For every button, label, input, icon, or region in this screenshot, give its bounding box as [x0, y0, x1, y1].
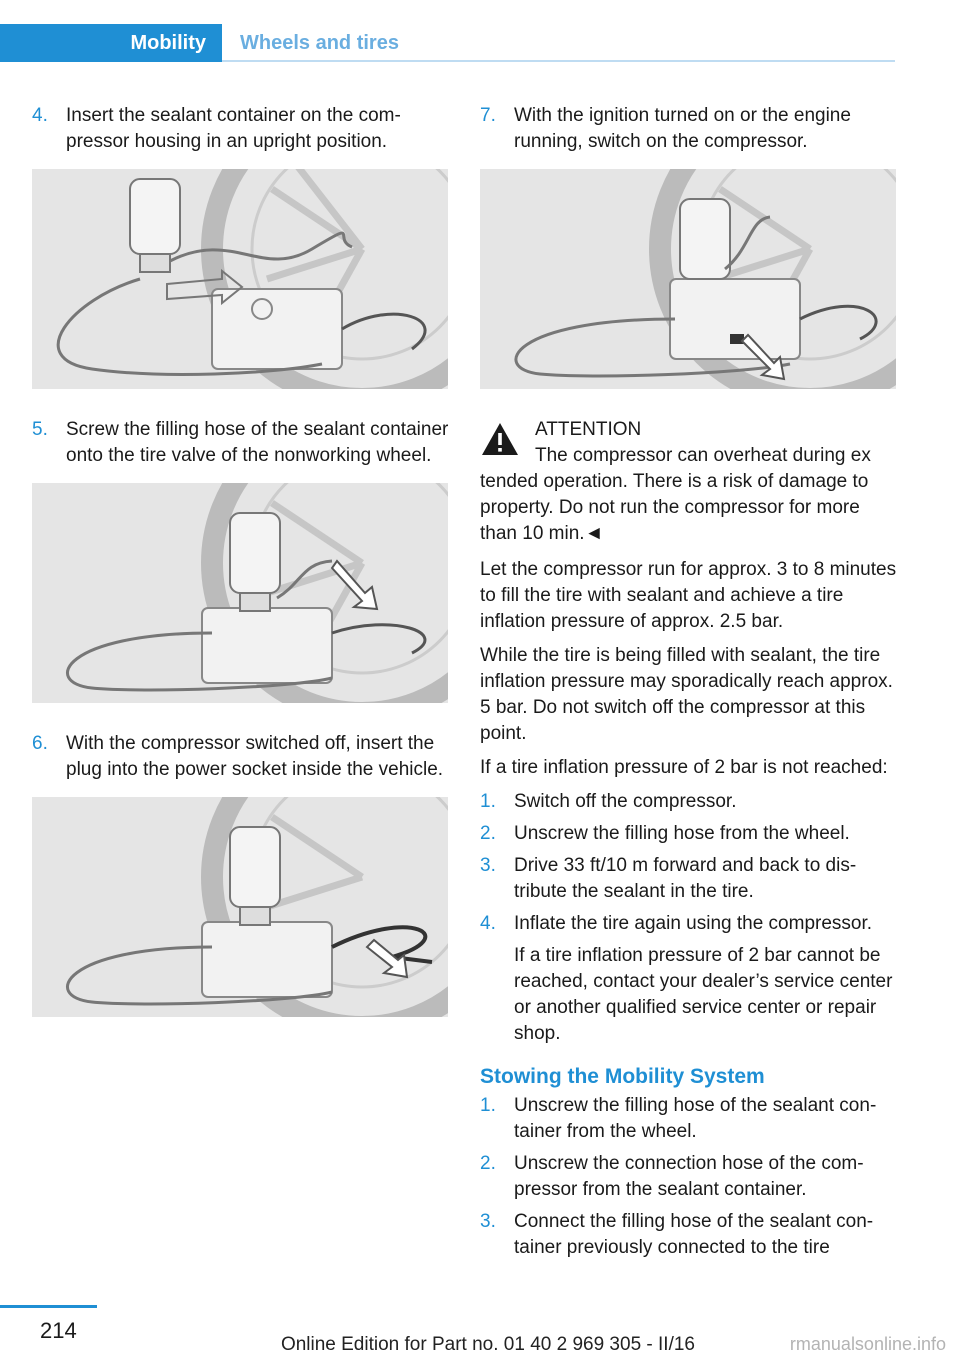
illustration-screw-hose — [32, 483, 448, 703]
header-tabs: Mobility Wheels and tires — [0, 24, 895, 62]
tab-underline — [222, 60, 895, 62]
illustration-plug-power-socket — [32, 797, 448, 1017]
step-number: 1. — [480, 1095, 496, 1116]
paragraph-pressure-note: While the tire is being filled with seal… — [480, 645, 893, 744]
watermark: rmanualsonline.info — [789, 1334, 946, 1354]
step-number: 2. — [480, 1153, 496, 1174]
step-number: 5. — [32, 419, 48, 440]
step-6: 6. With the compressor switched off, ins… — [32, 731, 450, 783]
step-number: 4. — [32, 105, 48, 126]
step-number: 2. — [480, 823, 496, 844]
list-item: 1. Switch off the compressor. — [480, 789, 898, 815]
step-4: 4. Insert the sealant container on the c… — [32, 103, 450, 155]
list-item: 3. Connect the filling hose of the seala… — [480, 1209, 898, 1261]
step-text: Switch off the compressor. — [514, 791, 737, 812]
warning-triangle-icon — [482, 423, 518, 455]
step-text: Unscrew the filling hose of the sealant … — [514, 1095, 877, 1142]
attention-heading: ATTENTION — [535, 419, 642, 440]
step-number: 6. — [32, 733, 48, 754]
step-7: 7. With the ignition turned on or the en… — [480, 103, 898, 155]
illustration-insert-container — [32, 169, 448, 389]
paragraph-fill-duration: Let the compressor run for approx. 3 to … — [480, 559, 897, 632]
tab-mobility[interactable]: Mobility — [0, 24, 222, 62]
not-reached-steps: 1. Switch off the compressor. 2. Unscrew… — [480, 789, 898, 1047]
page-number: 214 — [40, 1318, 77, 1343]
attention-block: ATTENTION The compressor can overheat du… — [480, 417, 898, 547]
illustration-switch-on-compressor — [480, 169, 896, 389]
step-number: 3. — [480, 1211, 496, 1232]
step-text: Drive 33 ft/10 m forward and back to dis… — [514, 855, 857, 902]
step-number: 7. — [480, 105, 496, 126]
attention-text: tended operation. There is a risk of dam… — [480, 471, 869, 544]
list-item: 2. Unscrew the filling hose from the whe… — [480, 821, 898, 847]
step-text: Inflate the tire again using the compres… — [514, 913, 873, 934]
paragraph-not-reached: If a tire inflation pressure of 2 bar is… — [480, 757, 888, 778]
list-item: 1. Unscrew the filling hose of the seala… — [480, 1093, 898, 1145]
left-column: 4. Insert the sealant container on the c… — [32, 103, 450, 1045]
step-text-block: Inflate the tire again using the compres… — [514, 911, 898, 1047]
list-item: 2. Unscrew the connection hose of the co… — [480, 1151, 898, 1203]
list-item: 4. Inflate the tire again using the comp… — [480, 911, 898, 1047]
list-item: 3. Drive 33 ft/10 m forward and back to … — [480, 853, 898, 905]
attention-text-first-line: The compressor can overheat during ex­ — [535, 445, 871, 466]
edition-footer: Online Edition for Part no. 01 40 2 969 … — [280, 1334, 695, 1355]
step-text: Insert the sealant container on the com­… — [66, 105, 401, 152]
step-number: 3. — [480, 855, 496, 876]
step-text: Connect the filling hose of the sealant … — [514, 1211, 874, 1258]
stowing-steps: 1. Unscrew the filling hose of the seala… — [480, 1093, 898, 1261]
step-text: With the compressor switched off, insert… — [66, 733, 444, 780]
section-heading: Stowing the Mobility System — [480, 1065, 765, 1088]
step-text: Unscrew the connection hose of the com­p… — [514, 1153, 864, 1200]
page-number-rule — [0, 1305, 97, 1308]
step-text: Unscrew the filling hose from the wheel. — [514, 823, 850, 844]
step-text: Screw the filling hose of the sealant co… — [66, 419, 449, 466]
step-number: 4. — [480, 913, 496, 934]
step-text: With the ignition turned on or the engin… — [514, 105, 851, 152]
right-column: 7. With the ignition turned on or the en… — [480, 103, 898, 1267]
step-number: 1. — [480, 791, 496, 812]
tab-wheels-and-tires[interactable]: Wheels and tires — [240, 31, 399, 54]
step-5: 5. Screw the filling hose of the sealant… — [32, 417, 450, 469]
step-subtext: If a tire inflation pressure of 2 bar ca… — [514, 945, 893, 1044]
